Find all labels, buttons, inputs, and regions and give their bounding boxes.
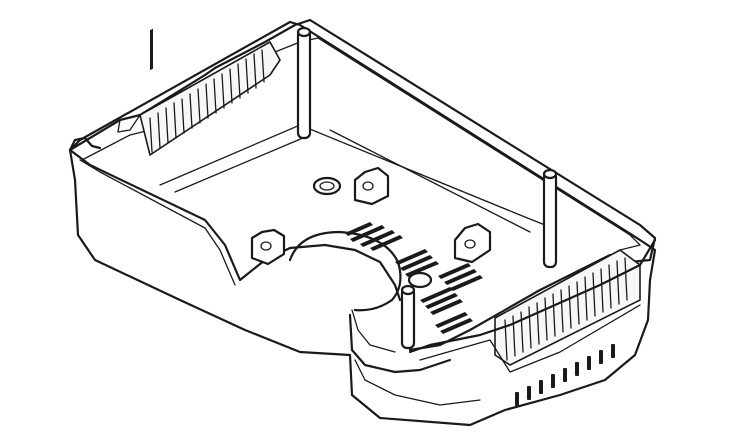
back-vent-slats bbox=[149, 49, 265, 153]
tray-top-rim bbox=[68, 18, 657, 352]
tray-outer-shell bbox=[68, 20, 657, 427]
left-corner-tab bbox=[68, 136, 102, 152]
left-front-wall-inner bbox=[79, 159, 236, 286]
floor-vent-slots bbox=[345, 222, 483, 334]
lower-vent-slots bbox=[515, 344, 615, 406]
mounting-clip-center bbox=[353, 166, 390, 206]
front-right-shroud bbox=[348, 313, 452, 374]
front-lip bbox=[408, 238, 657, 354]
right-post bbox=[542, 168, 558, 269]
front-right-shroud-lower bbox=[354, 359, 481, 406]
rear-corner-post bbox=[296, 26, 312, 140]
floor-screw-boss bbox=[312, 176, 433, 289]
back-vent-slots bbox=[150, 28, 153, 71]
tray-inner-rim bbox=[81, 37, 641, 251]
back-corner-notch bbox=[117, 114, 141, 133]
floor-edge-left bbox=[159, 124, 546, 226]
floor-edge-right bbox=[329, 129, 531, 233]
front-grille-panel bbox=[494, 249, 641, 366]
floor-edge-back bbox=[174, 134, 311, 193]
front-post bbox=[400, 284, 416, 350]
circular-cutout-inner bbox=[351, 309, 396, 353]
front-lip-lower bbox=[419, 304, 641, 373]
mounting-clip-left bbox=[250, 228, 286, 266]
mounting-clip-right bbox=[453, 222, 492, 264]
front-grille-slats bbox=[504, 257, 628, 361]
